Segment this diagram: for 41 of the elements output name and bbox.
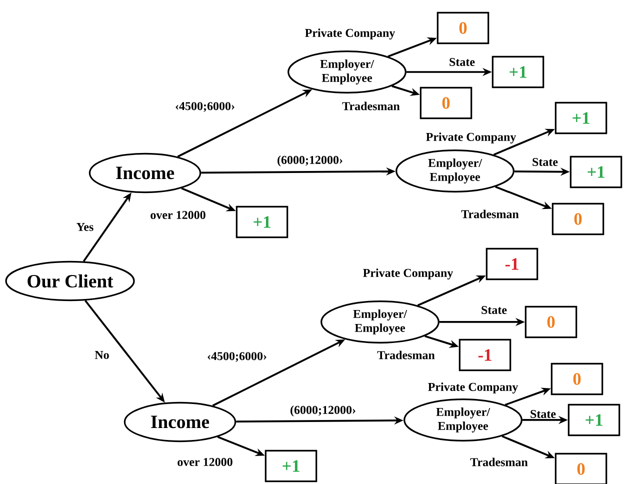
edge-label: ‹4500;6000› [208,352,266,362]
edge-label: ‹4500;6000› [176,102,234,112]
edge-label: Private Company [305,28,396,40]
edge-label: over 12000 [178,458,232,466]
edge-label: Tradesman [377,350,435,360]
oval-node: Employer/ Employee [288,50,406,94]
value-box: +1 [236,206,288,238]
value-box: 0 [420,86,472,120]
edge-label: State [482,306,507,314]
edge-label: Tradesman [342,102,400,110]
edge-label: over 12000 [150,210,206,220]
edge-label: Yes [76,223,94,231]
value-box: +1 [570,156,622,188]
value-box: +1 [554,102,608,134]
oval-node: Employer/ Employee [396,150,514,192]
edge-label: Tradesman [470,458,528,466]
edge-label: State [530,410,556,418]
oval-node: Employer/ Employee [404,398,522,442]
value-box: -1 [458,338,512,372]
edge-label: State [450,58,475,66]
value-box: +1 [264,450,318,482]
edge-label: State [532,158,558,166]
edge-label: Tradesman [461,210,519,218]
value-box: 0 [552,202,604,236]
value-box: +1 [492,56,544,88]
edge-label: Private Company [426,132,516,144]
oval-node: Income [88,152,202,194]
value-box: 0 [550,362,604,396]
oval-node: Our Client [5,260,135,302]
oval-node: Income [124,402,236,442]
edge-label: Private Company [428,382,518,394]
oval-node: Employer/ Employee [320,300,440,344]
value-box: 0 [524,306,578,338]
edge-label: No [94,351,109,359]
value-box: +1 [568,404,620,436]
edge-label: Private Company [363,268,454,280]
edge-label: (6000;12000› [290,406,356,416]
value-box: -1 [486,248,538,280]
value-box: 0 [554,452,608,484]
value-box: 0 [436,12,490,44]
edge-label: (6000;12000› [278,156,342,166]
